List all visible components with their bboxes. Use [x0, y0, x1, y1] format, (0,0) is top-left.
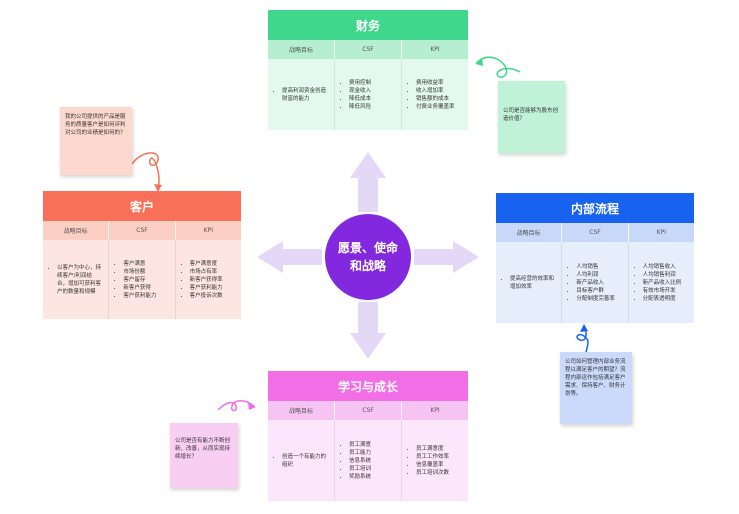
learning-header-kpi: KPI	[430, 407, 440, 414]
finance-title: 财务	[268, 10, 468, 40]
list-item: 客户投诉次数	[190, 292, 223, 300]
list-item: 员工培训次数	[416, 469, 449, 477]
internal-header-kpi: KPI	[656, 229, 666, 236]
learning-header-csf: CSF	[335, 401, 402, 420]
list-item: 降低成本	[349, 95, 371, 103]
center-label: 愿景、使命和战略	[337, 241, 398, 273]
list-item: 降低风险	[349, 103, 371, 111]
learning-goals: 创造一个有能力的组织	[268, 420, 335, 501]
finance-csf: 费用控制现金收入降低成本降低风险	[335, 59, 402, 130]
list-item: 费用控制	[349, 79, 371, 87]
arrow-down	[350, 302, 386, 359]
learning-growth-panel: 学习与成长 战略目标 CSF KPI 创造一个有能力的组织 员工满意员工能力信息…	[268, 371, 468, 501]
connector-learning-note	[217, 400, 255, 412]
learning-header-goal: 战略目标	[268, 401, 335, 420]
customer-csf: 客户满意市场份额客户留存新客户获得客户获利能力	[109, 240, 176, 319]
customer-header-kpi: KPI	[203, 227, 213, 234]
list-item: 费用收益率	[416, 79, 455, 87]
internal-header-csf: CSF	[562, 223, 629, 242]
learning-kpi: 员工满意度员工工作效率信息覆盖率员工培训次数	[402, 420, 468, 501]
learning-csf: 员工满意员工能力信息系统员工培训奖励系统	[335, 420, 402, 501]
list-item: 提高经营的效率和增加效率	[510, 275, 555, 291]
list-item: 新客户获得	[123, 284, 156, 292]
list-item: 收入增加率	[416, 87, 455, 95]
list-item: 分配制度完善率	[576, 295, 615, 303]
finance-kpi: 费用收益率收入增加率销售额的成本付费业务覆盖率	[402, 59, 468, 130]
customer-header-csf: CSF	[109, 221, 176, 240]
list-item: 客户满意	[123, 260, 156, 268]
list-item: 员工能力	[349, 449, 371, 457]
arrow-right	[414, 241, 479, 273]
list-item: 人均利润	[576, 271, 615, 279]
customer-note: 我的公司提供的产品是服务的质量客户是如何评判对公司的业绩是如何的？	[60, 107, 132, 175]
list-item: 客户留存	[123, 276, 156, 284]
internal-note: 公司如何管理内部业务流程以满足客户的期望？流程内部运作包括满足客户需求、保持客户…	[560, 352, 632, 424]
list-item: 提高利润资金创造财富的能力	[282, 87, 328, 103]
customer-kpi: 客户满意度市场占有率新客户获得率客户获利能力客户投诉次数	[176, 240, 241, 319]
customer-goals: 以客户为中心，持续客户/利润结合，增加可获利客户的数量和规模	[43, 240, 110, 319]
connector-finance-note	[475, 56, 521, 78]
list-item: 分配表透明度	[643, 295, 682, 303]
finance-panel: 财务 战略目标 CSF KPI 提高利润资金创造财富的能力 费用控制现金收入降低…	[268, 10, 468, 130]
customer-header-goal: 战略目标	[43, 221, 110, 240]
connector-internal-note	[576, 325, 589, 353]
vision-mission-strategy-circle: 愿景、使命和战略	[325, 214, 411, 300]
list-item: 现金收入	[349, 87, 371, 95]
finance-header-row: 战略目标 CSF KPI	[268, 40, 468, 59]
internal-csf: 人均销售人均利润新产品收入目标客户群分配制度完善率	[562, 242, 629, 323]
finance-goals: 提高利润资金创造财富的能力	[268, 59, 335, 130]
list-item: 客户获利能力	[190, 284, 223, 292]
list-item: 新产品收入	[576, 279, 615, 287]
list-item: 员工满意	[349, 441, 371, 449]
list-item: 市场份额	[123, 268, 156, 276]
list-item: 目标客户群	[576, 287, 615, 295]
list-item: 创造一个有能力的组织	[282, 453, 328, 469]
list-item: 客户满意度	[190, 260, 223, 268]
finance-header-kpi: KPI	[430, 46, 440, 53]
internal-goals: 提高经营的效率和增加效率	[496, 242, 563, 323]
list-item: 付费业务覆盖率	[416, 103, 455, 111]
list-item: 员工工作效率	[416, 453, 449, 461]
internal-header-row: 战略目标 CSF KPI	[496, 223, 694, 242]
list-item: 客户获利能力	[123, 292, 156, 300]
internal-title: 内部流程	[496, 193, 694, 223]
arrow-up	[350, 152, 386, 212]
list-item: 市场占有率	[190, 268, 223, 276]
list-item: 以客户为中心，持续客户/利润结合，增加可获利客户的数量和规模	[57, 264, 102, 296]
connector-customer-note	[131, 152, 160, 193]
list-item: 信息系统	[349, 457, 371, 465]
internal-process-panel: 内部流程 战略目标 CSF KPI 提高经营的效率和增加效率 人均销售人均利润新…	[496, 193, 694, 323]
list-item: 有效市场开发	[643, 287, 682, 295]
customer-title: 客户	[43, 191, 241, 221]
finance-header-csf: CSF	[335, 40, 402, 59]
list-item: 员工培训	[349, 465, 371, 473]
learning-note: 公司是否有能力不断创新、改善，从而实现持续增长？	[170, 423, 238, 488]
customer-header-row: 战略目标 CSF KPI	[43, 221, 241, 240]
list-item: 人均销售收入	[643, 263, 682, 271]
list-item: 销售额的成本	[416, 95, 455, 103]
list-item: 新客户获得率	[190, 276, 223, 284]
internal-header-goal: 战略目标	[496, 223, 563, 242]
list-item: 信息覆盖率	[416, 461, 449, 469]
list-item: 人均销售	[576, 263, 615, 271]
arrow-left	[257, 241, 322, 273]
learning-title: 学习与成长	[268, 371, 468, 401]
finance-note: 公司是否能够为股东创造价值？	[498, 81, 565, 153]
finance-header-goal: 战略目标	[268, 40, 335, 59]
internal-kpi: 人均销售收入人均销售利润新产品收入比例有效市场开发分配表透明度	[629, 242, 694, 323]
learning-header-row: 战略目标 CSF KPI	[268, 401, 468, 420]
customer-panel: 客户 战略目标 CSF KPI 以客户为中心，持续客户/利润结合，增加可获利客户…	[43, 191, 241, 319]
list-item: 新产品收入比例	[643, 279, 682, 287]
list-item: 人均销售利润	[643, 271, 682, 279]
list-item: 员工满意度	[416, 445, 449, 453]
list-item: 奖励系统	[349, 473, 371, 481]
